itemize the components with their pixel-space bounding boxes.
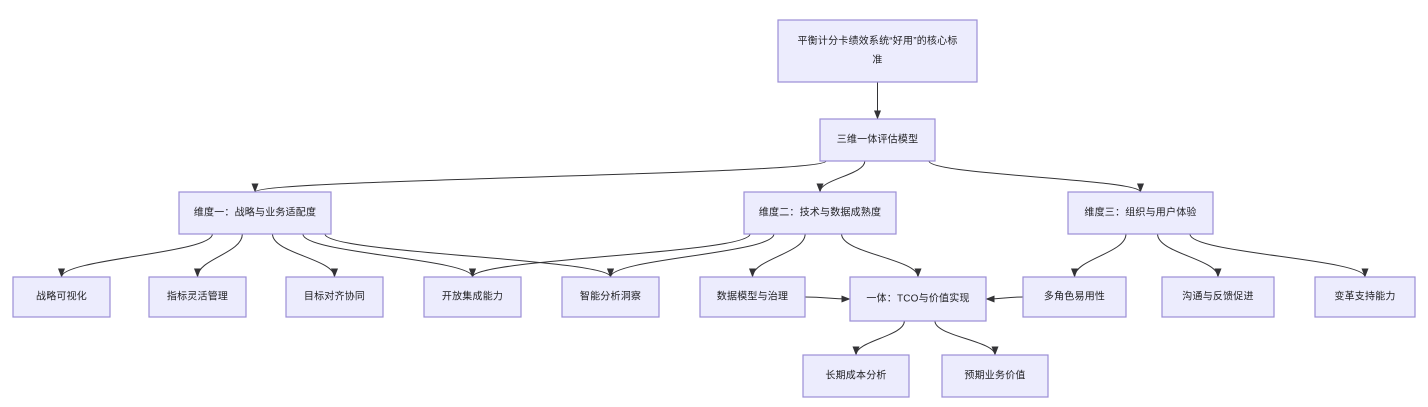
flow-edge-dim1-to-leaf5 [324, 233, 614, 278]
node-box [699, 276, 806, 318]
node-label: 变革支持能力 [1334, 290, 1395, 303]
flow-edge-dim3-to-leaf7 [1071, 233, 1127, 278]
flow-edge-dim2-to-tco [841, 233, 922, 278]
flow-node-leaf4[interactable]: 开放集成能力 [423, 276, 522, 318]
flow-edge-dim2-to-leaf4 [469, 233, 751, 278]
node-box [819, 118, 936, 162]
flow-node-dim1[interactable]: 维度一：战略与业务适配度 [178, 191, 332, 235]
node-label: 开放集成能力 [442, 290, 503, 303]
node-box [148, 276, 247, 318]
node-label: 目标对齐协同 [304, 290, 365, 303]
flow-edge-tco-to-value [934, 320, 999, 356]
flow-node-leaf9[interactable]: 变革支持能力 [1314, 276, 1416, 318]
node-box [12, 276, 111, 318]
node-box [1161, 276, 1275, 318]
node-box [743, 191, 897, 235]
flow-node-leaf5[interactable]: 智能分析洞察 [561, 276, 660, 318]
node-label: 三维一体评估模型 [837, 133, 919, 146]
flow-edge-dim2-to-leaf6 [749, 233, 806, 278]
flow-edge-dim1-to-leaf3 [271, 233, 338, 278]
flow-edge-leaf7-to-tco [985, 295, 1024, 303]
flow-node-dim3[interactable]: 维度三：组织与用户体验 [1067, 191, 1214, 235]
node-box [802, 354, 910, 398]
flow-node-leaf8[interactable]: 沟通与反馈促进 [1161, 276, 1275, 318]
flow-edge-leaf6-to-tco [804, 295, 851, 303]
node-label: 平衡计分卡绩效系统“好用”的核心标 [797, 34, 957, 47]
node-box [1067, 191, 1214, 235]
node-label: 长期成本分析 [825, 369, 886, 382]
node-label: 指标灵活管理 [167, 290, 228, 303]
node-box [561, 276, 660, 318]
flow-node-leaf2[interactable]: 指标灵活管理 [148, 276, 247, 318]
flow-edge-dim1-to-leaf2 [194, 233, 243, 278]
flow-edge-dim3-to-leaf9 [1189, 233, 1369, 278]
node-box [1022, 276, 1127, 318]
node-box [1314, 276, 1416, 318]
node-label: 维度三：组织与用户体验 [1084, 206, 1196, 219]
flow-edge-dim2-to-leaf5 [607, 233, 775, 278]
node-box [178, 191, 332, 235]
node-box [941, 354, 1049, 398]
flow-node-cost[interactable]: 长期成本分析 [802, 354, 910, 398]
flow-edge-dim3-to-leaf8 [1157, 233, 1222, 278]
node-label: 维度二：技术与数据成熟度 [759, 206, 881, 219]
flow-node-value[interactable]: 预期业务价值 [941, 354, 1049, 398]
node-label: 多角色易用性 [1044, 290, 1105, 303]
flow-node-tco[interactable]: 一体：TCO与价值实现 [849, 276, 987, 322]
flow-node-leaf7[interactable]: 多角色易用性 [1022, 276, 1127, 318]
flow-node-leaf1[interactable]: 战略可视化 [12, 276, 111, 318]
flow-edge-model-to-dim1 [251, 160, 827, 193]
node-label: 战略可视化 [36, 290, 87, 303]
edges-layer [58, 81, 1369, 356]
node-label: 一体：TCO与价值实现 [866, 292, 969, 305]
flow-edge-tco-to-cost [852, 320, 905, 356]
flow-edge-dim1-to-leaf4 [302, 233, 476, 278]
node-label: 数据模型与治理 [717, 290, 788, 303]
node-box [423, 276, 522, 318]
flow-edge-model-to-dim3 [928, 160, 1144, 193]
flow-node-leaf3[interactable]: 目标对齐协同 [285, 276, 384, 318]
node-box [285, 276, 384, 318]
node-label: 智能分析洞察 [580, 290, 641, 303]
flow-node-leaf6[interactable]: 数据模型与治理 [699, 276, 806, 318]
node-label: 准 [872, 54, 882, 66]
flow-node-model[interactable]: 三维一体评估模型 [819, 118, 936, 162]
flow-edge-model-to-dim2 [816, 160, 866, 193]
flow-node-dim2[interactable]: 维度二：技术与数据成熟度 [743, 191, 897, 235]
node-box [777, 19, 978, 83]
node-box [849, 276, 987, 322]
node-label: 预期业务价值 [964, 369, 1025, 382]
node-label: 维度一：战略与业务适配度 [194, 206, 316, 219]
flow-edge-dim1-to-leaf1 [58, 233, 213, 278]
node-label: 沟通与反馈促进 [1182, 290, 1253, 303]
